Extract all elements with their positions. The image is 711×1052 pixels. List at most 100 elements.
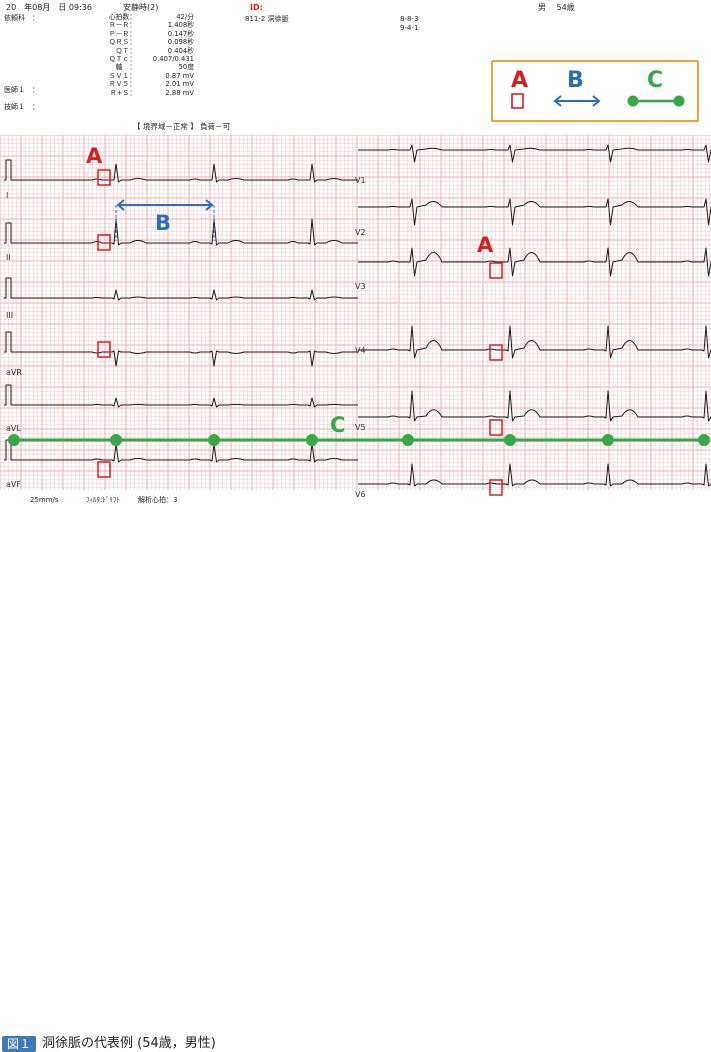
a-marker-box bbox=[489, 344, 503, 361]
lead-label-III: III bbox=[6, 311, 13, 320]
a-marker-box bbox=[97, 169, 111, 186]
a-marker-box bbox=[489, 262, 503, 279]
measurement-row: Ｒ+Ｓ：2.88 mV bbox=[92, 89, 194, 97]
legend-box: A B C bbox=[491, 60, 699, 122]
ecg-traces bbox=[4, 144, 711, 487]
c-dot bbox=[306, 434, 318, 446]
trace-V4 bbox=[358, 325, 711, 359]
measurement-key: Ｐ－Ｒ： bbox=[108, 29, 136, 38]
ecg-grid bbox=[0, 135, 711, 490]
lead-label-V1: V1 bbox=[355, 176, 366, 185]
measurement-value: 50度 bbox=[178, 63, 194, 72]
diagnosis-code-2: 9-4-1 bbox=[400, 24, 419, 32]
c-label: C bbox=[330, 413, 345, 437]
a-label-right: A bbox=[477, 233, 494, 257]
trace-V2 bbox=[358, 198, 711, 226]
figure-caption: 図１ 洞徐脈の代表例 (54歳，男性) bbox=[0, 517, 711, 1052]
measurement-key: Ｒ－Ｒ： bbox=[108, 21, 136, 30]
lead-label-II: II bbox=[6, 253, 11, 262]
measurement-value: 0.404秒 bbox=[167, 46, 194, 55]
measurement-value: 42/分 bbox=[176, 13, 194, 21]
lead-label-aVR: aVR bbox=[6, 368, 22, 377]
measurement-key: ＱＴ： bbox=[115, 46, 136, 55]
trace-I bbox=[4, 159, 358, 183]
a-marker-box bbox=[489, 479, 503, 496]
measurement-value: 2.01 mV bbox=[165, 80, 194, 89]
measurement-value: 0.407/0.431 bbox=[152, 55, 194, 64]
lead-label-I: I bbox=[6, 191, 8, 200]
measurement-value: 0.147秒 bbox=[167, 29, 194, 38]
judgement-text: 【 境界域－正常 】 負荷－可 bbox=[133, 122, 231, 131]
record-date: 20 年08月 日 09:36 bbox=[6, 3, 92, 12]
diagnosis-text: 811-2 洞徐脈 bbox=[245, 15, 289, 23]
lead-label-aVF: aVF bbox=[6, 480, 21, 489]
measurement-row: ＳＶ１： 0.87 mV bbox=[92, 72, 194, 80]
trace-II bbox=[4, 218, 358, 246]
grid-major bbox=[0, 135, 711, 490]
measurement-value: 0.098秒 bbox=[167, 38, 194, 47]
record-condition: 安静時(2) bbox=[123, 3, 159, 12]
measurement-row: Ｒ－Ｒ： 1.408秒 bbox=[92, 21, 194, 29]
lead-label-V4: V4 bbox=[355, 346, 366, 355]
measurement-row: 軸 ： 50度 bbox=[92, 63, 194, 71]
trace-V5 bbox=[358, 390, 711, 422]
legend-c-label: C bbox=[647, 68, 663, 93]
a-marker-box bbox=[97, 341, 111, 358]
requester-label: 依頼科 ： bbox=[4, 14, 39, 22]
figure-caption-text: 洞徐脈の代表例 (54歳，男性) bbox=[42, 1036, 216, 1051]
b-arrow-head-right bbox=[205, 199, 214, 211]
legend-b-label: B bbox=[567, 68, 584, 93]
lead-label-V3: V3 bbox=[355, 282, 366, 291]
a-marker-box bbox=[489, 419, 503, 436]
measurement-row: ＱＲＳ： 0.098秒 bbox=[92, 38, 194, 46]
c-dot bbox=[110, 434, 122, 446]
lead-label-aVL: aVL bbox=[6, 424, 21, 433]
measurement-key: ＱＴｃ： bbox=[108, 55, 136, 64]
legend-c-line-icon bbox=[627, 95, 685, 107]
trace-aVF bbox=[4, 439, 358, 463]
b-arrow-head-left bbox=[116, 199, 125, 211]
trace-V6 bbox=[358, 463, 711, 487]
measurement-key: Ｒ+Ｓ： bbox=[109, 88, 136, 97]
diagnosis-code-1: 8-8-3 bbox=[400, 15, 419, 23]
measurement-row: ＱＴ： 0.404秒 bbox=[92, 47, 194, 55]
measurement-value: 0.87 mV bbox=[165, 71, 194, 80]
trace-V1 bbox=[358, 144, 711, 163]
measurement-row: ＱＴｃ： 0.407/0.431 bbox=[92, 55, 194, 63]
b-label: B bbox=[155, 211, 171, 235]
patient-id-label: ID: bbox=[250, 3, 263, 12]
measurement-key: ＱＲＳ： bbox=[108, 38, 136, 47]
measurement-row: ＲＶ５： 2.01 mV bbox=[92, 80, 194, 88]
measurement-row: Ｐ－Ｒ： 0.147秒 bbox=[92, 30, 194, 38]
a-marker-box bbox=[97, 461, 111, 478]
legend-graphics: A B C bbox=[511, 68, 685, 109]
measurement-key: ＲＶ５： bbox=[108, 80, 136, 89]
measurement-key: ＳＶ１： bbox=[108, 71, 136, 80]
c-dot bbox=[698, 434, 710, 446]
measurement-key: 軸 ： bbox=[115, 63, 136, 72]
measurement-value: 1.408秒 bbox=[167, 21, 194, 30]
legend-a-label: A bbox=[511, 68, 528, 93]
c-dot bbox=[208, 434, 220, 446]
lead-label-V5: V5 bbox=[355, 423, 366, 432]
lead-label-V6: V6 bbox=[355, 490, 366, 499]
legend-b-arrow-icon bbox=[553, 95, 601, 107]
analysed-beats: 解析心拍：3 bbox=[138, 495, 177, 504]
c-dot bbox=[402, 434, 414, 446]
c-dot bbox=[8, 434, 20, 446]
filter-setting: ﾌｨﾙﾀ:ﾄﾞﾘﾌﾄ bbox=[86, 496, 120, 504]
paper-speed: 25mm/s bbox=[30, 496, 59, 504]
lead-label-V2: V2 bbox=[355, 228, 366, 237]
trace-V3 bbox=[358, 247, 711, 277]
a-marker-box bbox=[97, 234, 111, 251]
legend-a-box-icon bbox=[511, 93, 524, 109]
measurement-row: 心拍数：42/分 bbox=[92, 13, 194, 21]
trace-aVR bbox=[4, 331, 358, 367]
trace-III bbox=[4, 277, 358, 301]
c-dot bbox=[602, 434, 614, 446]
trace-aVL bbox=[4, 384, 358, 408]
technician-label: 技師１ ： bbox=[4, 103, 39, 111]
